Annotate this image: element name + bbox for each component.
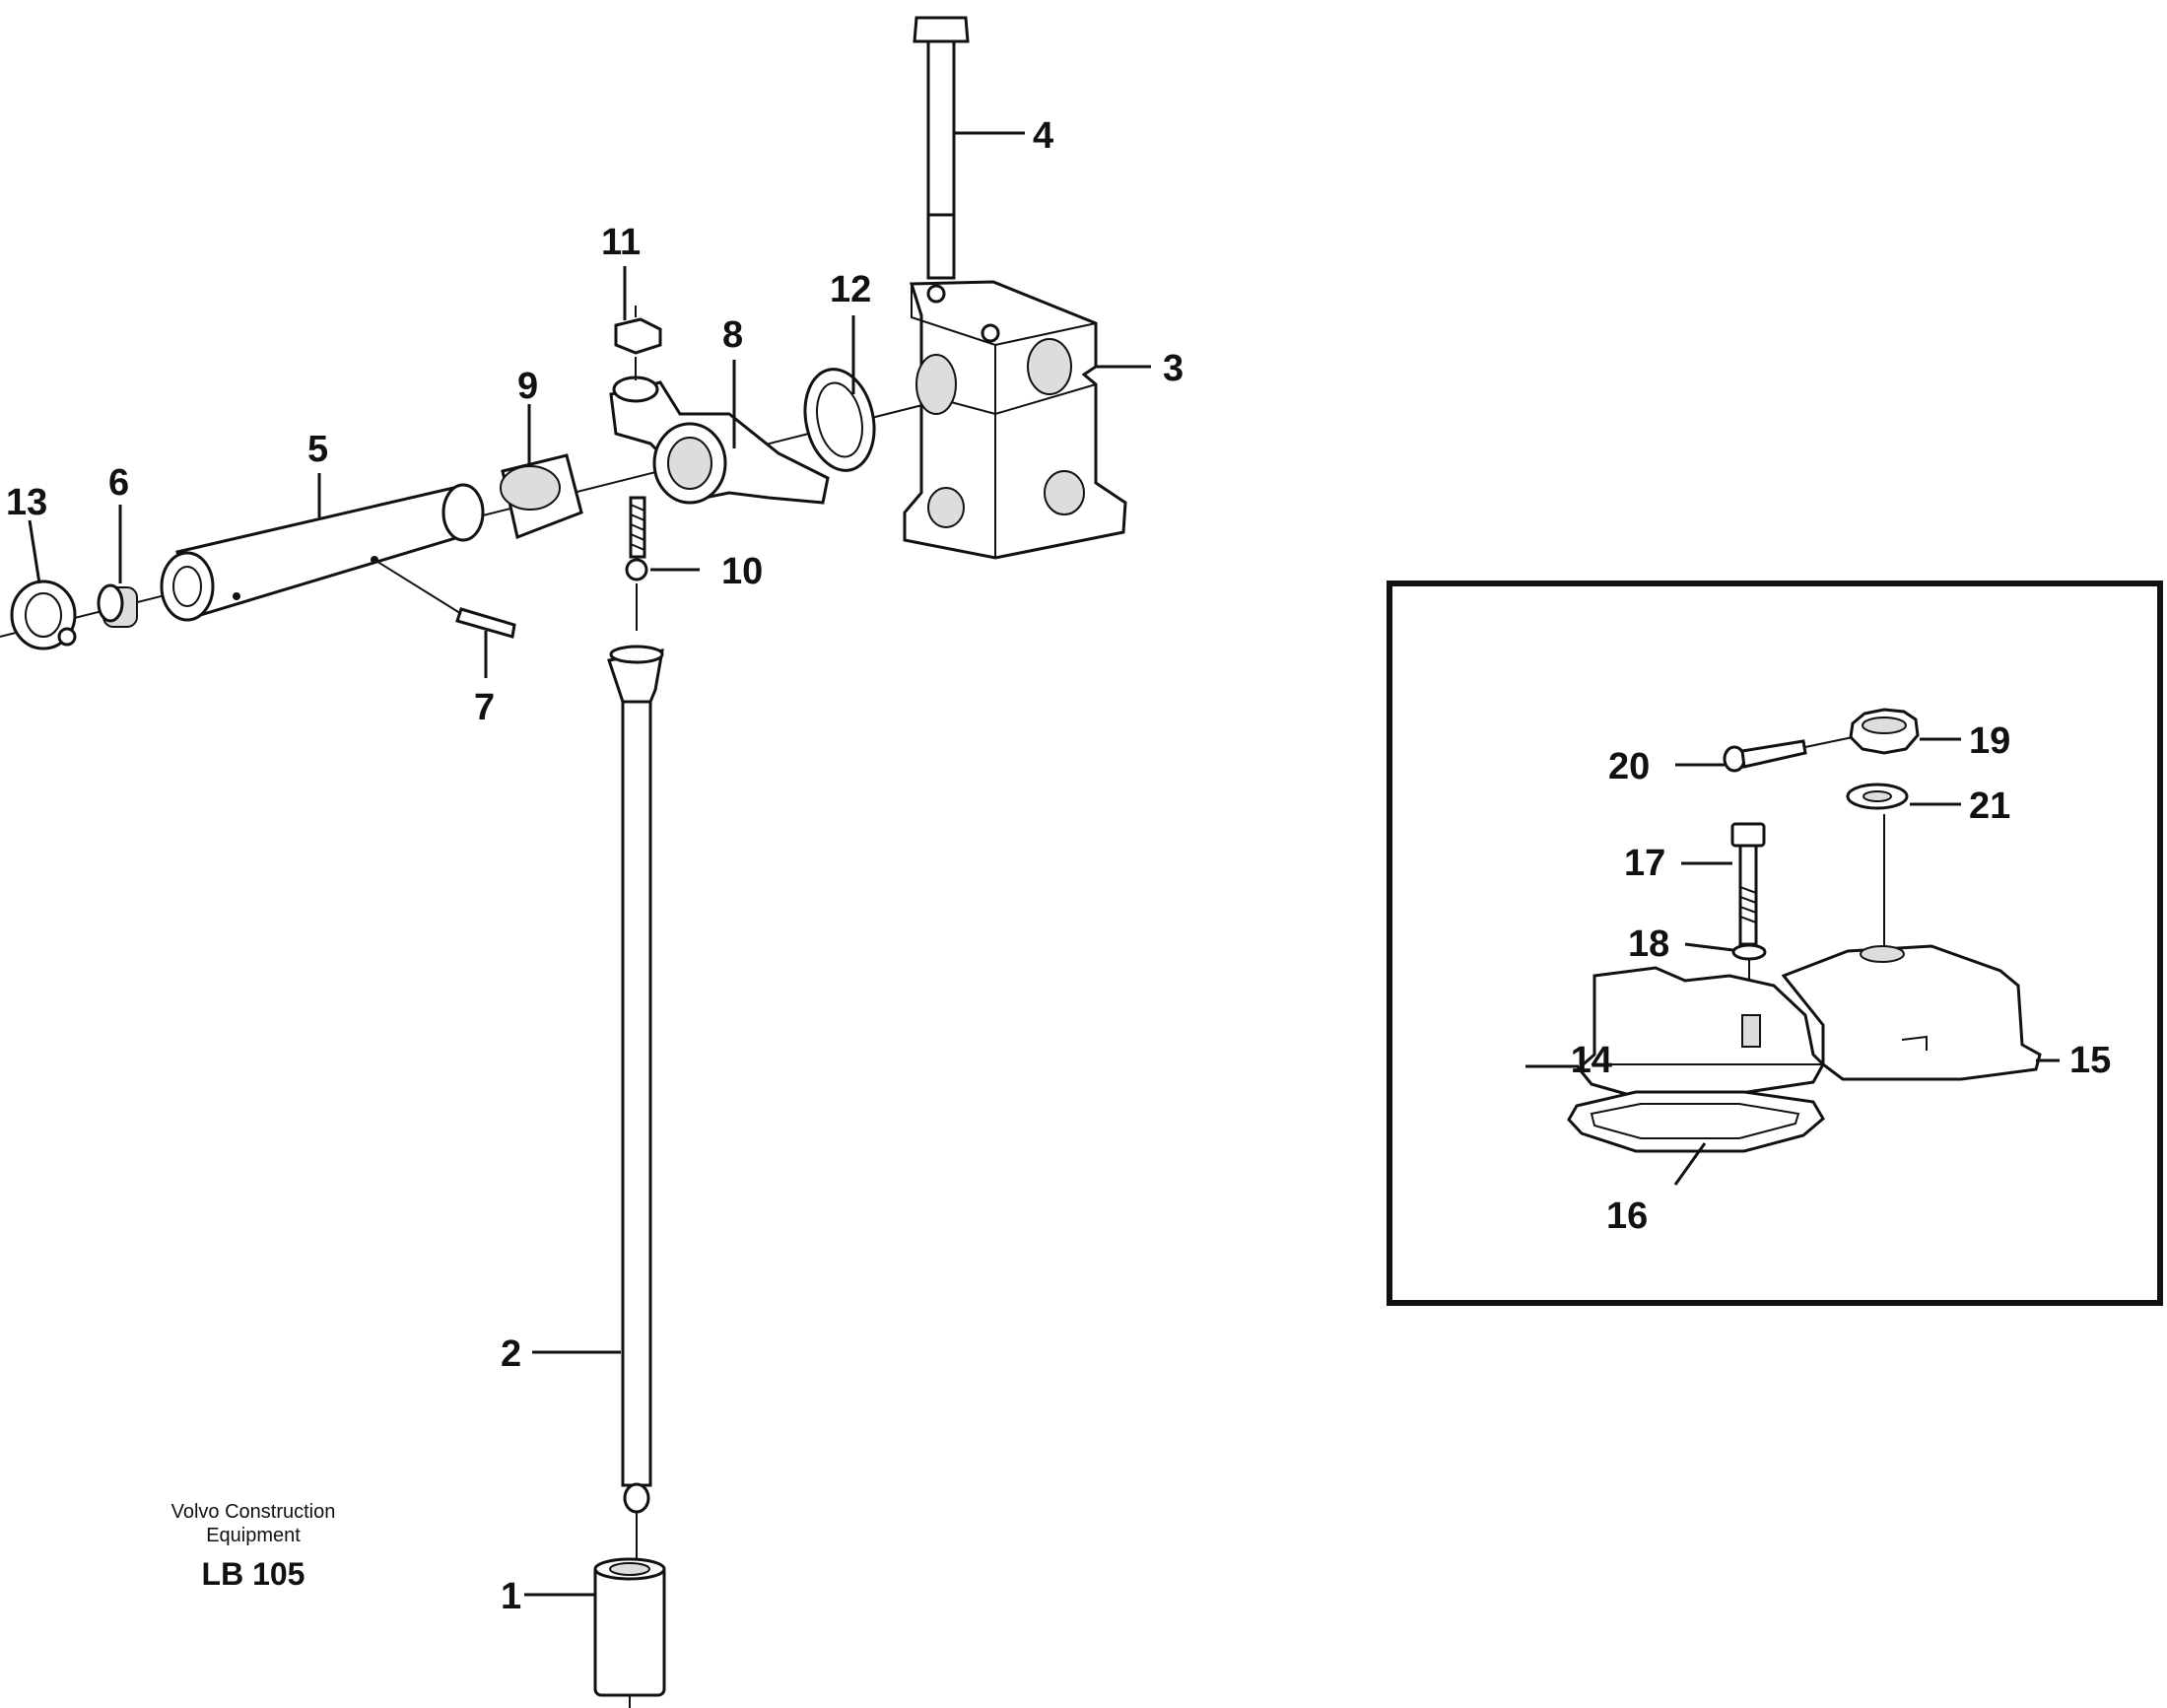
washer-18 <box>1731 943 1767 961</box>
part-number-18: 18 <box>1628 923 1669 965</box>
filler-cap-19 <box>1849 708 1920 755</box>
spacer-6 <box>97 583 138 628</box>
part-number-16: 16 <box>1606 1196 1648 1237</box>
part-number-3: 3 <box>1163 348 1184 389</box>
retaining-ring-13 <box>10 580 77 650</box>
figure-code: LB 105 <box>202 1556 305 1592</box>
bolt-4 <box>913 16 970 280</box>
tappet-1 <box>593 1557 666 1708</box>
push-rod-2 <box>607 645 664 1565</box>
bolt-17 <box>1730 822 1766 946</box>
credit-line-2: Equipment <box>206 1525 301 1546</box>
part-number-6: 6 <box>108 462 129 504</box>
part-number-17: 17 <box>1624 843 1665 884</box>
credit-line-1: Volvo Construction <box>171 1501 336 1523</box>
part-number-7: 7 <box>474 687 495 728</box>
part-number-21: 21 <box>1969 786 2010 827</box>
part-number-19: 19 <box>1969 720 2010 762</box>
leader-13 <box>28 519 41 584</box>
part-number-4: 4 <box>1033 115 1053 157</box>
rocker-shaft-5 <box>160 483 485 622</box>
part-number-1: 1 <box>501 1576 521 1617</box>
valve-cover-14 <box>1576 966 1825 1096</box>
leader-16 <box>1673 1142 1707 1186</box>
rocker-bracket-3 <box>903 280 1127 560</box>
part-number-2: 2 <box>501 1333 521 1375</box>
screw-20 <box>1723 736 1854 773</box>
rocker-arm-8 <box>609 376 830 505</box>
washer-21 <box>1846 783 1909 946</box>
part-number-14: 14 <box>1571 1040 1612 1081</box>
valve-cover-15 <box>1781 944 2042 1081</box>
pin-7 <box>373 559 516 639</box>
part-number-9: 9 <box>517 366 538 407</box>
part-number-15: 15 <box>2069 1040 2111 1081</box>
part-number-8: 8 <box>722 314 743 356</box>
nut-11 <box>614 306 662 380</box>
leader-18 <box>1684 942 1734 952</box>
seal-ring-12 <box>803 368 876 472</box>
bushing-9 <box>500 453 583 540</box>
part-number-20: 20 <box>1608 746 1650 787</box>
inset-frame <box>1387 581 2163 1306</box>
part-number-11: 11 <box>601 222 641 263</box>
adjusting-screw-10 <box>625 496 648 631</box>
part-number-5: 5 <box>307 429 328 470</box>
part-number-10: 10 <box>721 551 763 592</box>
part-number-12: 12 <box>830 269 871 310</box>
part-number-13: 13 <box>6 482 47 523</box>
gasket-16 <box>1567 1090 1825 1153</box>
